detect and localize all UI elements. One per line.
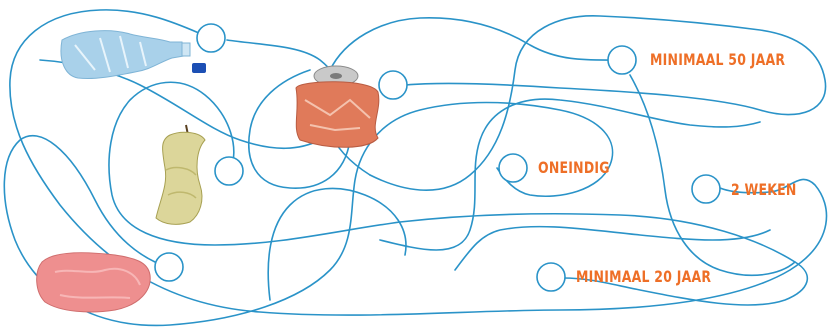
gum-connector (155, 253, 183, 281)
can-connector (379, 71, 407, 99)
answer-oneindig-connector (499, 154, 527, 182)
answer-50-connector (608, 46, 636, 74)
answer-label-minimaal-20-jaar: MINIMAAL 20 JAAR (576, 269, 711, 285)
answer-label-oneindig: ONEINDIG (538, 160, 610, 176)
answer-label-minimaal-50-jaar: MINIMAAL 50 JAAR (650, 52, 785, 68)
chewing-gum-icon (37, 253, 151, 312)
maze-path-tangle-6 (268, 188, 406, 300)
apple-core-icon (156, 125, 205, 224)
answer-label-2-weken: 2 WEKEN (731, 182, 797, 198)
answer-20-connector (537, 263, 565, 291)
maze-path-tangle-4 (630, 75, 795, 275)
crushed-soda-can-icon (296, 66, 379, 147)
answer-2weken-connector (692, 175, 720, 203)
apple-connector (215, 157, 243, 185)
crushed-plastic-bottle-icon (61, 31, 206, 79)
bottle-connector (197, 24, 225, 52)
maze-path-tangle-3 (455, 227, 770, 270)
